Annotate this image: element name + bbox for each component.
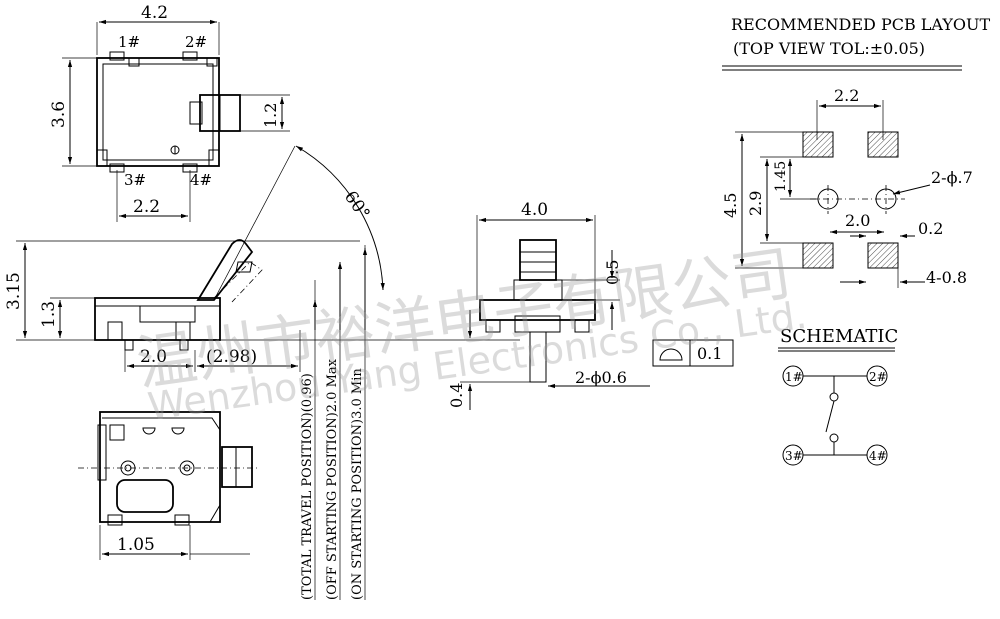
total-travel-position: (TOTAL TRAVEL POSITION)(0.96)	[300, 373, 315, 600]
dim-front-post-height: 0.4	[447, 383, 466, 408]
pin-label-4: 4#	[190, 171, 212, 189]
pcb-dim-hole-dia: 2-ϕ.7	[931, 168, 973, 187]
dim-front-height: 0.5	[603, 260, 622, 285]
dim-side-body-height: 1.3	[39, 301, 59, 328]
schematic-pin-2: 2#	[869, 370, 887, 384]
dim-front-post-dia: 2-ϕ0.6	[575, 368, 627, 387]
front-view: 4.0 0.5 0.4 2-ϕ0.6 0.1	[447, 200, 734, 410]
pcb-dim-height-mid: 2.9	[746, 191, 765, 216]
pin-label-2: 2#	[185, 33, 207, 51]
pin-label-3: 3#	[124, 171, 146, 189]
flatness-value: 0.1	[697, 344, 722, 363]
dim-top-width: 4.2	[141, 3, 168, 23]
off-starting-position: (OFF STARTING POSITION)2.0 Max	[325, 358, 340, 600]
top-view: 4.2 1# 2# 3.6 1.2 3# 4#	[49, 3, 290, 222]
schematic-title: SCHEMATIC	[780, 326, 898, 347]
dim-side-angle: 60°	[340, 187, 374, 223]
pcb-dim-pad-count: 4-0.8	[926, 268, 967, 287]
dim-top-bottom-width: 2.2	[133, 197, 160, 217]
schematic: SCHEMATIC 1# 2# 3# 4#	[778, 326, 898, 466]
bottom-view: 1.05	[78, 411, 260, 560]
dim-bottom-width: 1.05	[117, 535, 155, 555]
pcb-dim-pad-offset: 1.45	[773, 161, 789, 192]
dim-top-actuator: 1.2	[261, 103, 280, 128]
pin-label-1: 1#	[118, 33, 140, 51]
watermark: 温州市裕洋电子有限公司 Wenzhou Yang Electronics Co.…	[132, 239, 809, 429]
dim-side-width-left: 2.0	[140, 347, 167, 367]
on-starting-position: (ON STARTING POSITION)3.0 Min	[350, 368, 365, 600]
pcb-subtitle: (TOP VIEW TOL:±0.05)	[733, 39, 925, 58]
pcb-dim-hole-spacing: 2.0	[845, 211, 870, 230]
dim-front-width: 4.0	[521, 200, 548, 220]
pcb-dim-pad-size: 0.2	[918, 219, 943, 238]
schematic-pin-1: 1#	[785, 370, 803, 384]
dim-side-total-height: 3.15	[4, 272, 24, 310]
dim-side-width-right: (2.98)	[206, 347, 257, 367]
pcb-title: RECOMMENDED PCB LAYOUT	[731, 15, 991, 34]
pcb-dim-height-outer: 4.5	[721, 193, 740, 218]
pcb-dim-width: 2.2	[834, 86, 859, 105]
schematic-pin-4: 4#	[869, 449, 887, 463]
schematic-pin-3: 3#	[785, 449, 803, 463]
dim-top-height: 3.6	[49, 101, 69, 128]
pcb-layout: RECOMMENDED PCB LAYOUT (TOP VIEW TOL:±0.…	[721, 15, 991, 288]
